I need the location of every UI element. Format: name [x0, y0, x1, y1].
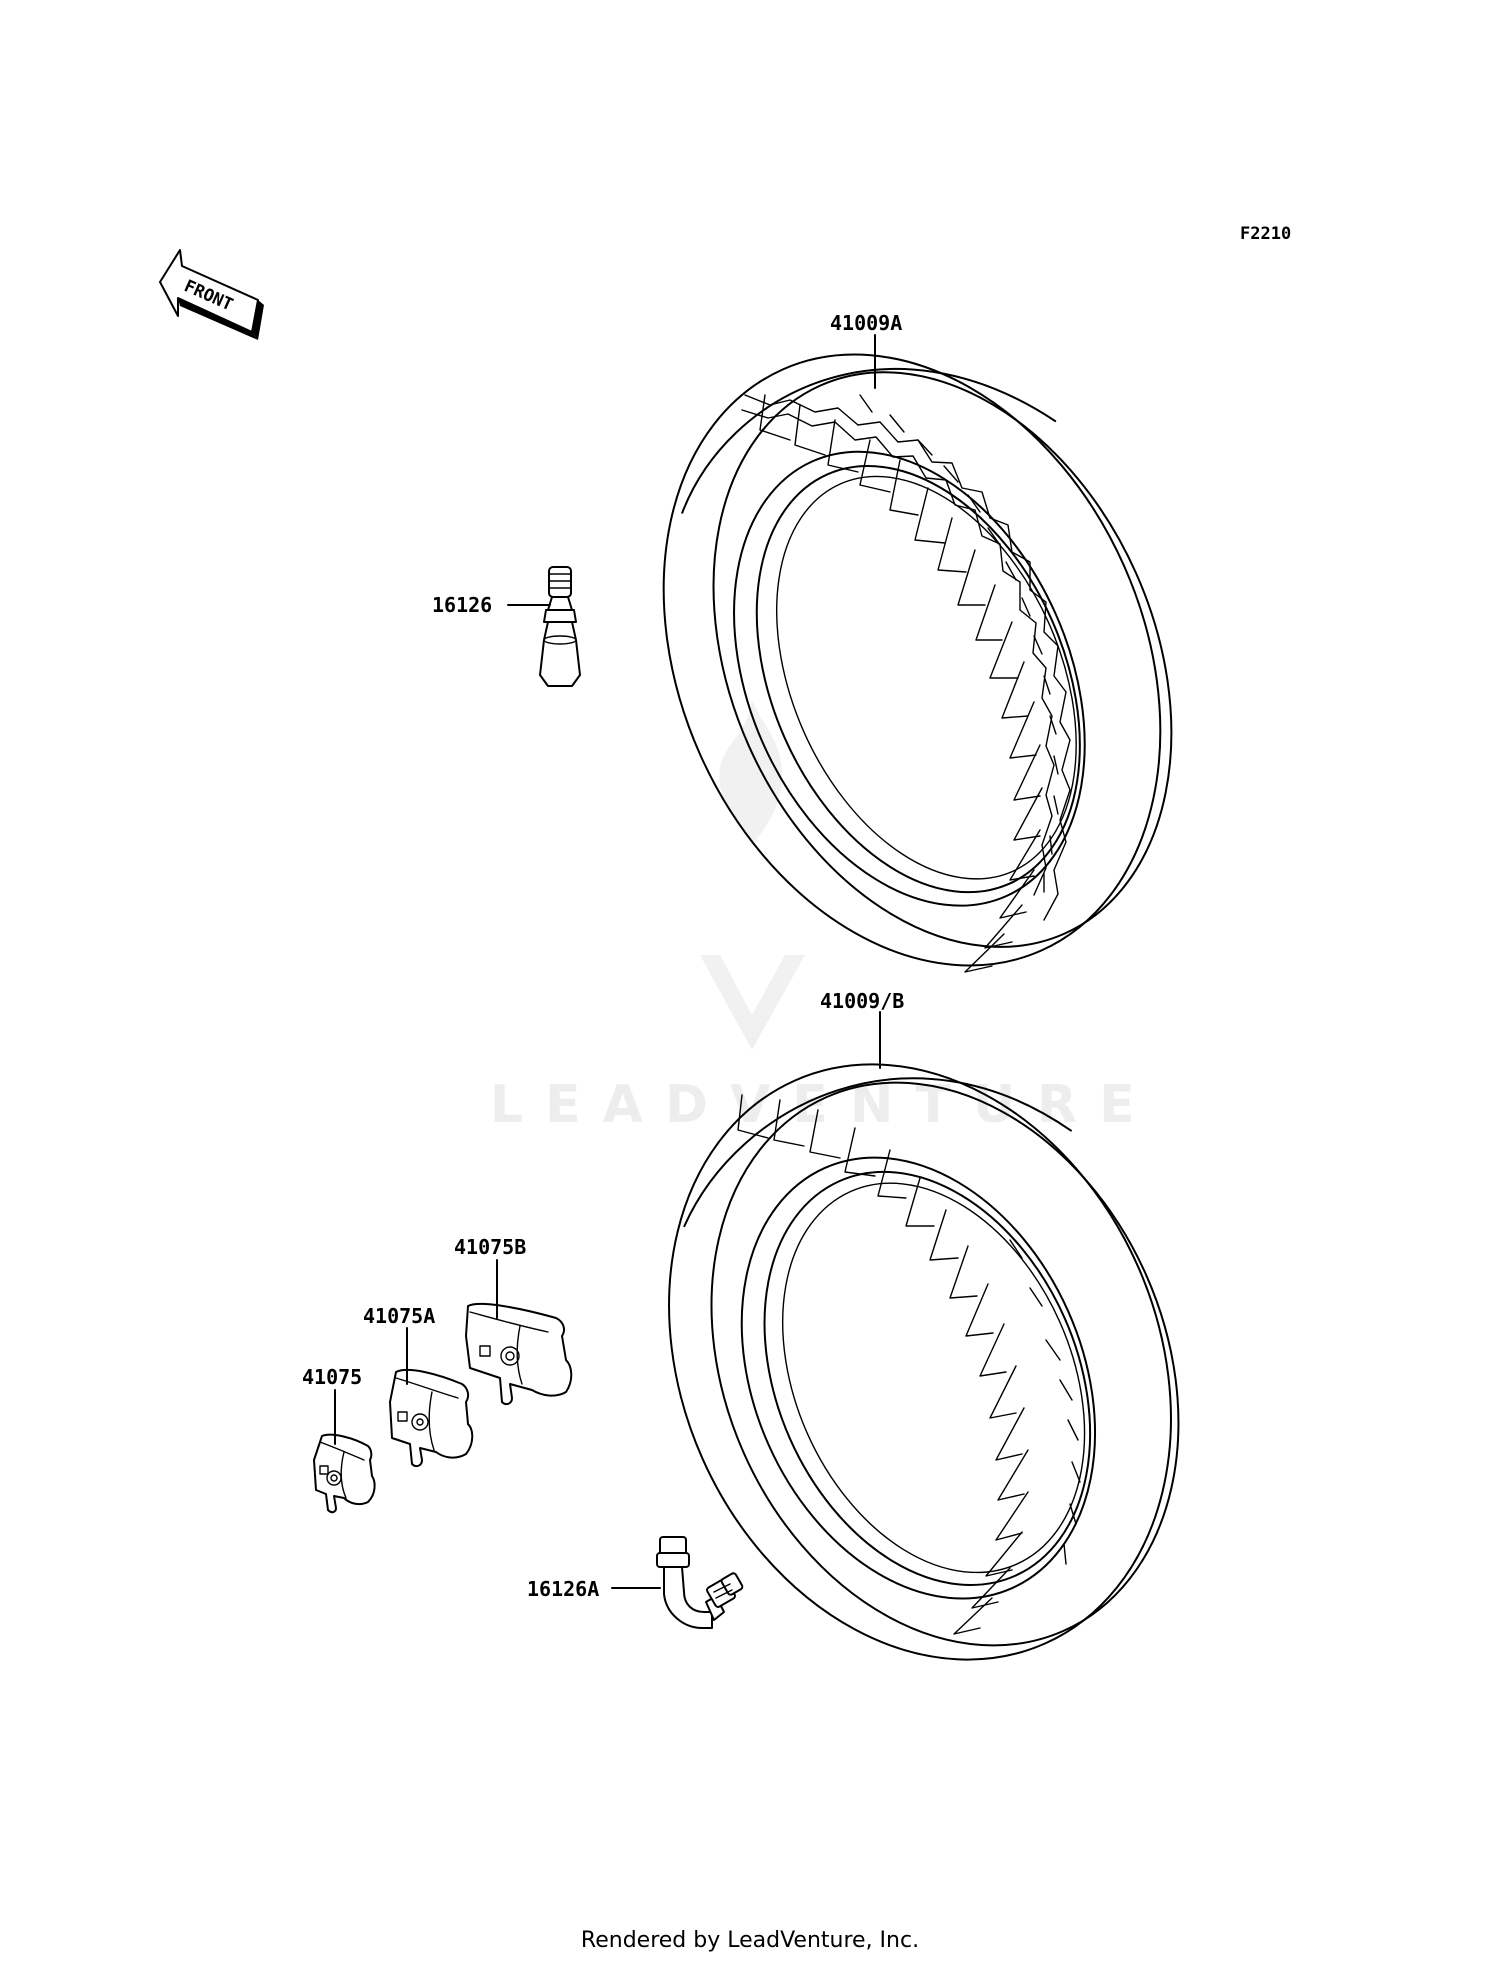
part-label-41075a[interactable]: 41075A [363, 1304, 435, 1328]
tire-front-tread [741, 394, 1071, 973]
part-label-16126a[interactable]: 16126A [527, 1577, 599, 1601]
weight-41075a-icon[interactable] [389, 1368, 474, 1468]
front-arrow-icon: FRONT [159, 249, 264, 340]
tire-rear[interactable] [577, 982, 1266, 1740]
footer-credit: Rendered by LeadVenture, Inc. [581, 1928, 919, 1953]
watermark-text: LEADVENTURE [490, 1075, 1157, 1135]
part-label-41009b[interactable]: 41009/B [820, 989, 904, 1013]
figure-code: F2210 [1240, 224, 1291, 244]
valve-straight-icon[interactable] [539, 566, 581, 687]
tire-rear-tread [737, 1094, 1081, 1635]
part-label-41075b[interactable]: 41075B [454, 1235, 526, 1259]
part-label-41009a[interactable]: 41009A [830, 311, 902, 335]
part-label-16126[interactable]: 16126 [432, 593, 492, 617]
valve-angled-icon[interactable] [656, 1536, 744, 1629]
weight-41075-icon[interactable] [313, 1433, 376, 1514]
weight-41075b-icon[interactable] [465, 1302, 573, 1406]
part-label-41075[interactable]: 41075 [302, 1365, 362, 1389]
tire-front[interactable] [571, 272, 1261, 1045]
